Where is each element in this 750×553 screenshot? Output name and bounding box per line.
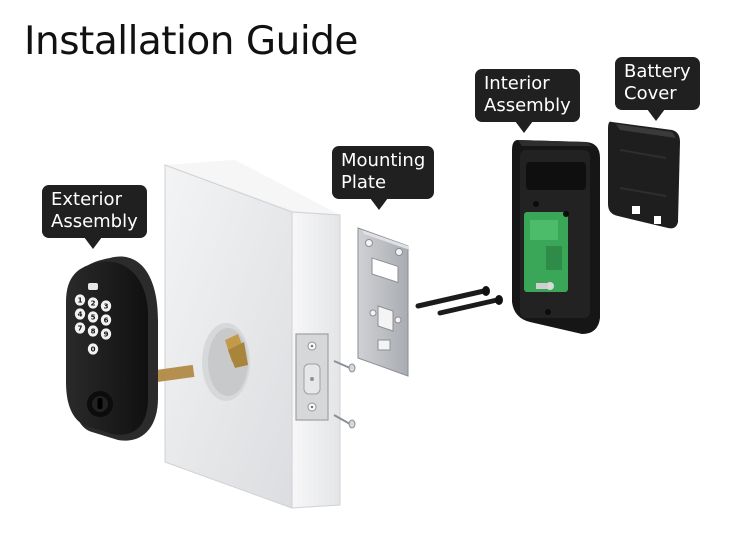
keypad-button-1[interactable]: 1 <box>75 294 85 305</box>
keypad-button-7[interactable]: 7 <box>75 322 85 333</box>
callout-exterior-line1: Exterior <box>51 189 138 211</box>
callout-mounting-plate: Mounting Plate <box>332 146 434 199</box>
keypad-button-0[interactable]: 0 <box>88 343 98 354</box>
keypad-button-6[interactable]: 6 <box>101 314 111 325</box>
door-block <box>165 160 340 508</box>
mounting-plate <box>358 228 410 376</box>
keypad-digit: 9 <box>104 331 109 339</box>
battery-compartment <box>526 162 586 190</box>
battery-cover <box>608 122 680 229</box>
callout-mounting-line1: Mounting <box>341 150 425 172</box>
keypad-digit: 6 <box>104 317 109 325</box>
keypad-digit: 0 <box>91 346 96 354</box>
callout-battery-cover: Battery Cover <box>615 57 700 110</box>
through-bolts <box>418 286 503 313</box>
latch-faceplate <box>296 334 328 420</box>
keypad-digit: 3 <box>104 303 109 311</box>
keypad-indicator <box>88 283 98 290</box>
interior-assembly <box>512 140 600 334</box>
callout-tail <box>370 198 388 210</box>
keypad-digit: 2 <box>91 300 96 308</box>
callout-exterior-assembly: Exterior Assembly <box>42 185 147 238</box>
callout-interior-line1: Interior <box>484 73 571 95</box>
keypad-digit: 1 <box>78 297 83 305</box>
keypad-digit: 8 <box>91 328 96 336</box>
callout-tail <box>515 121 533 133</box>
callout-exterior-line2: Assembly <box>51 211 138 233</box>
callout-tail <box>647 109 665 121</box>
keypad-digit: 5 <box>91 314 96 322</box>
keypad-button-5[interactable]: 5 <box>88 311 98 322</box>
keypad-button-3[interactable]: 3 <box>101 300 111 311</box>
keypad-button-4[interactable]: 4 <box>75 308 85 319</box>
keypad-button-8[interactable]: 8 <box>88 325 98 336</box>
callout-battery-line2: Cover <box>624 83 691 105</box>
callout-tail <box>84 237 102 249</box>
callout-battery-line1: Battery <box>624 61 691 83</box>
callout-mounting-line2: Plate <box>341 172 425 194</box>
keypad-digit: 7 <box>78 325 83 333</box>
callout-interior-line2: Assembly <box>484 95 571 117</box>
keypad-button-2[interactable]: 2 <box>88 297 98 308</box>
keypad-button-9[interactable]: 9 <box>101 328 111 339</box>
callout-interior-assembly: Interior Assembly <box>475 69 580 122</box>
keypad-digit: 4 <box>78 311 83 319</box>
